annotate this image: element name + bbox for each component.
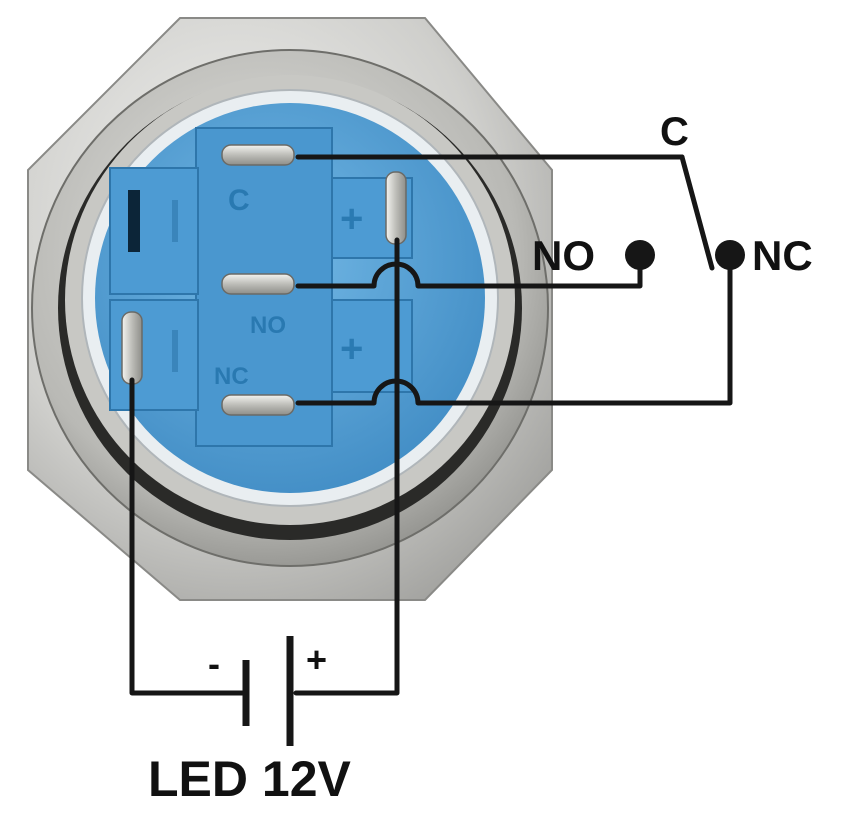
led-plus-terminal-pin: [385, 171, 407, 245]
no-terminal-pin: [221, 273, 295, 295]
wire-led-plus: [293, 237, 400, 696]
left-terminal-block-top: [109, 167, 199, 295]
embossed-nc-mark: NC: [214, 363, 249, 390]
nc-terminal-pin: [221, 394, 295, 416]
nc-contact-dot: [715, 240, 745, 270]
switch-lever: [679, 154, 715, 271]
wire-led-minus: [129, 377, 249, 696]
wiring: [129, 154, 733, 696]
no-label: NO: [532, 232, 595, 279]
c-terminal-pin: [221, 144, 295, 166]
embossed-plus-top: +: [340, 197, 363, 241]
common-label: C: [660, 110, 689, 154]
nc-label: NC: [752, 232, 813, 279]
embossed-plus-bottom: +: [340, 327, 363, 371]
minus-label: -: [208, 643, 220, 684]
led-minus-terminal-pin: [121, 311, 143, 385]
plus-label: +: [306, 639, 327, 680]
embossed-c-mark: C: [228, 184, 250, 217]
led-supply-label: LED 12V: [148, 751, 352, 807]
led-minus-terminal-slot: [128, 190, 140, 252]
no-contact-dot: [625, 240, 655, 270]
embossed-minus-top: [172, 200, 178, 242]
embossed-minus-bottom: [172, 330, 178, 372]
embossed-no-mark: NO: [250, 312, 286, 339]
